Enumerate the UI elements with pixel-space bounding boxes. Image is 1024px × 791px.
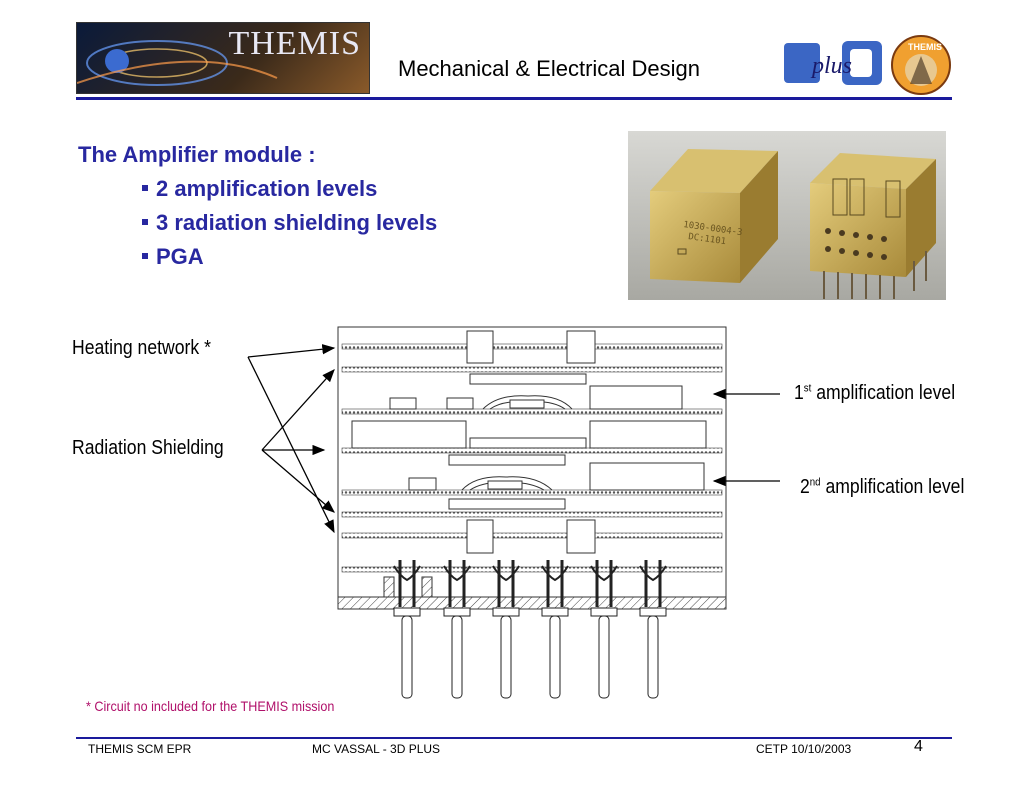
bullet-item: 2 amplification levels bbox=[142, 176, 377, 202]
bullet-text: 2 amplification levels bbox=[156, 176, 378, 201]
pga-pins bbox=[393, 560, 667, 699]
square-bullet-icon bbox=[142, 219, 148, 226]
level1-ordinal: st bbox=[803, 382, 812, 395]
level2-label: 2nd amplification level bbox=[800, 476, 964, 499]
hatched-block bbox=[383, 576, 395, 598]
radiation-shielding-label: Radiation Shielding bbox=[72, 437, 224, 459]
themis-logo-word: THEMIS bbox=[228, 25, 361, 62]
callout-arrows bbox=[247, 344, 780, 534]
hatched-block bbox=[421, 576, 433, 598]
svg-text:plus: plus bbox=[810, 53, 852, 79]
level2-text: amplification level bbox=[820, 476, 965, 498]
footer-center: MC VASSAL - 3D PLUS bbox=[312, 742, 441, 756]
header-rule bbox=[76, 97, 952, 100]
footer-rule bbox=[76, 737, 952, 739]
footer-left: THEMIS SCM EPR bbox=[88, 742, 192, 756]
bullet-item: PGA bbox=[142, 244, 204, 270]
base-plate bbox=[337, 596, 727, 610]
square-bullet-icon bbox=[142, 185, 148, 192]
level1-number: 1 bbox=[794, 382, 804, 404]
themis-seal-logo: THEMIS bbox=[891, 35, 951, 95]
seal-word: THEMIS bbox=[908, 42, 942, 52]
module-photo: 1030-0004-3 DC:1101 bbox=[628, 131, 946, 300]
footer-right: CETP 10/10/2003 bbox=[756, 742, 852, 756]
level2-number: 2 bbox=[800, 476, 810, 498]
bullet-text: 3 radiation shielding levels bbox=[156, 210, 438, 235]
level2-ordinal: nd bbox=[809, 476, 821, 489]
square-bullet-icon bbox=[142, 253, 148, 260]
themis-logo: THEMIS bbox=[76, 22, 370, 94]
components bbox=[351, 330, 707, 554]
page-number: 4 bbox=[914, 738, 923, 755]
footnote: * Circuit no included for the THEMIS mis… bbox=[86, 698, 335, 714]
3dplus-logo: plus bbox=[784, 41, 882, 85]
level1-text: amplification level bbox=[811, 382, 956, 404]
slide-title: Mechanical & Electrical Design bbox=[398, 56, 701, 81]
bullet-text: PGA bbox=[156, 244, 204, 269]
module-title: The Amplifier module : bbox=[78, 142, 316, 167]
layers bbox=[341, 343, 723, 573]
heating-network-label: Heating network * bbox=[72, 337, 211, 359]
bullet-item: 3 radiation shielding levels bbox=[142, 210, 437, 236]
level1-label: 1st amplification level bbox=[794, 382, 955, 405]
